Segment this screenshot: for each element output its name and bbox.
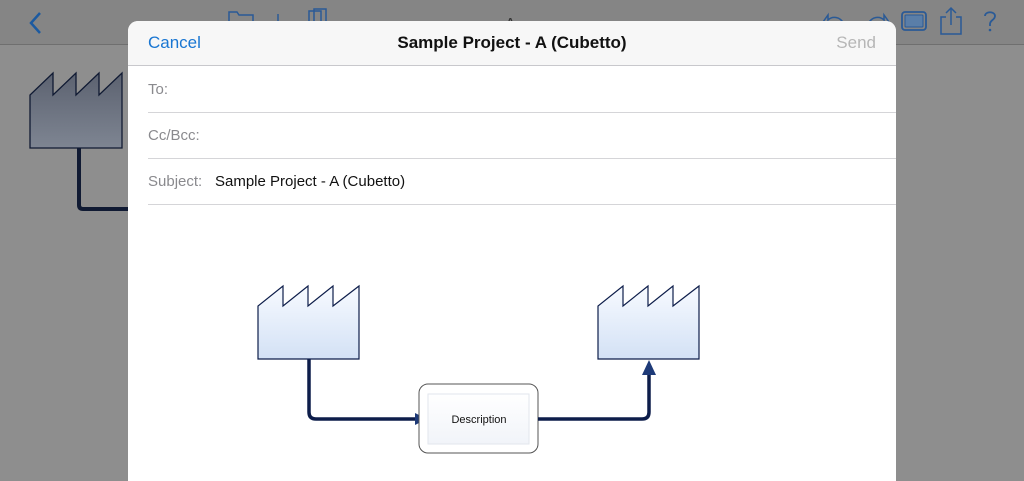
process-inner-box <box>427 393 530 445</box>
process-label: Description <box>451 414 506 426</box>
outbound-flow-arrowhead <box>642 360 656 375</box>
compose-title: Sample Project - A (Cubetto) <box>397 33 627 52</box>
customer-factory-icon <box>597 284 700 360</box>
document-title: A <box>505 10 525 24</box>
inbound-flow-line <box>307 359 416 421</box>
ccbcc-field[interactable]: Cc/Bcc: <box>148 112 896 159</box>
back-chevron-icon[interactable] <box>28 10 44 36</box>
compose-navigation-bar: Cancel Sample Project - A (Cubetto) Send <box>128 21 896 66</box>
subject-label: Subject: <box>148 173 203 190</box>
background-diagram <box>29 71 130 211</box>
message-body-diagram: Description <box>257 284 700 454</box>
ccbcc-input[interactable] <box>218 122 872 150</box>
ccbcc-label: Cc/Bcc: <box>148 127 200 144</box>
to-input[interactable] <box>208 76 872 104</box>
send-button[interactable]: Send <box>836 33 876 52</box>
to-field[interactable]: To: <box>148 66 896 113</box>
share-icon[interactable] <box>938 6 964 36</box>
presentation-icon[interactable] <box>900 10 928 32</box>
mail-compose-sheet: Cancel Sample Project - A (Cubetto) Send… <box>128 21 896 481</box>
cancel-button[interactable]: Cancel <box>148 33 201 52</box>
subject-value[interactable]: Sample Project - A (Cubetto) <box>215 173 406 190</box>
help-icon[interactable] <box>980 8 1000 34</box>
to-label: To: <box>148 81 169 98</box>
background-factory-icon <box>29 71 123 149</box>
subject-field[interactable]: Subject: Sample Project - A (Cubetto) <box>148 158 896 205</box>
outbound-flow-line <box>538 373 651 421</box>
supplier-factory-icon <box>257 284 360 360</box>
